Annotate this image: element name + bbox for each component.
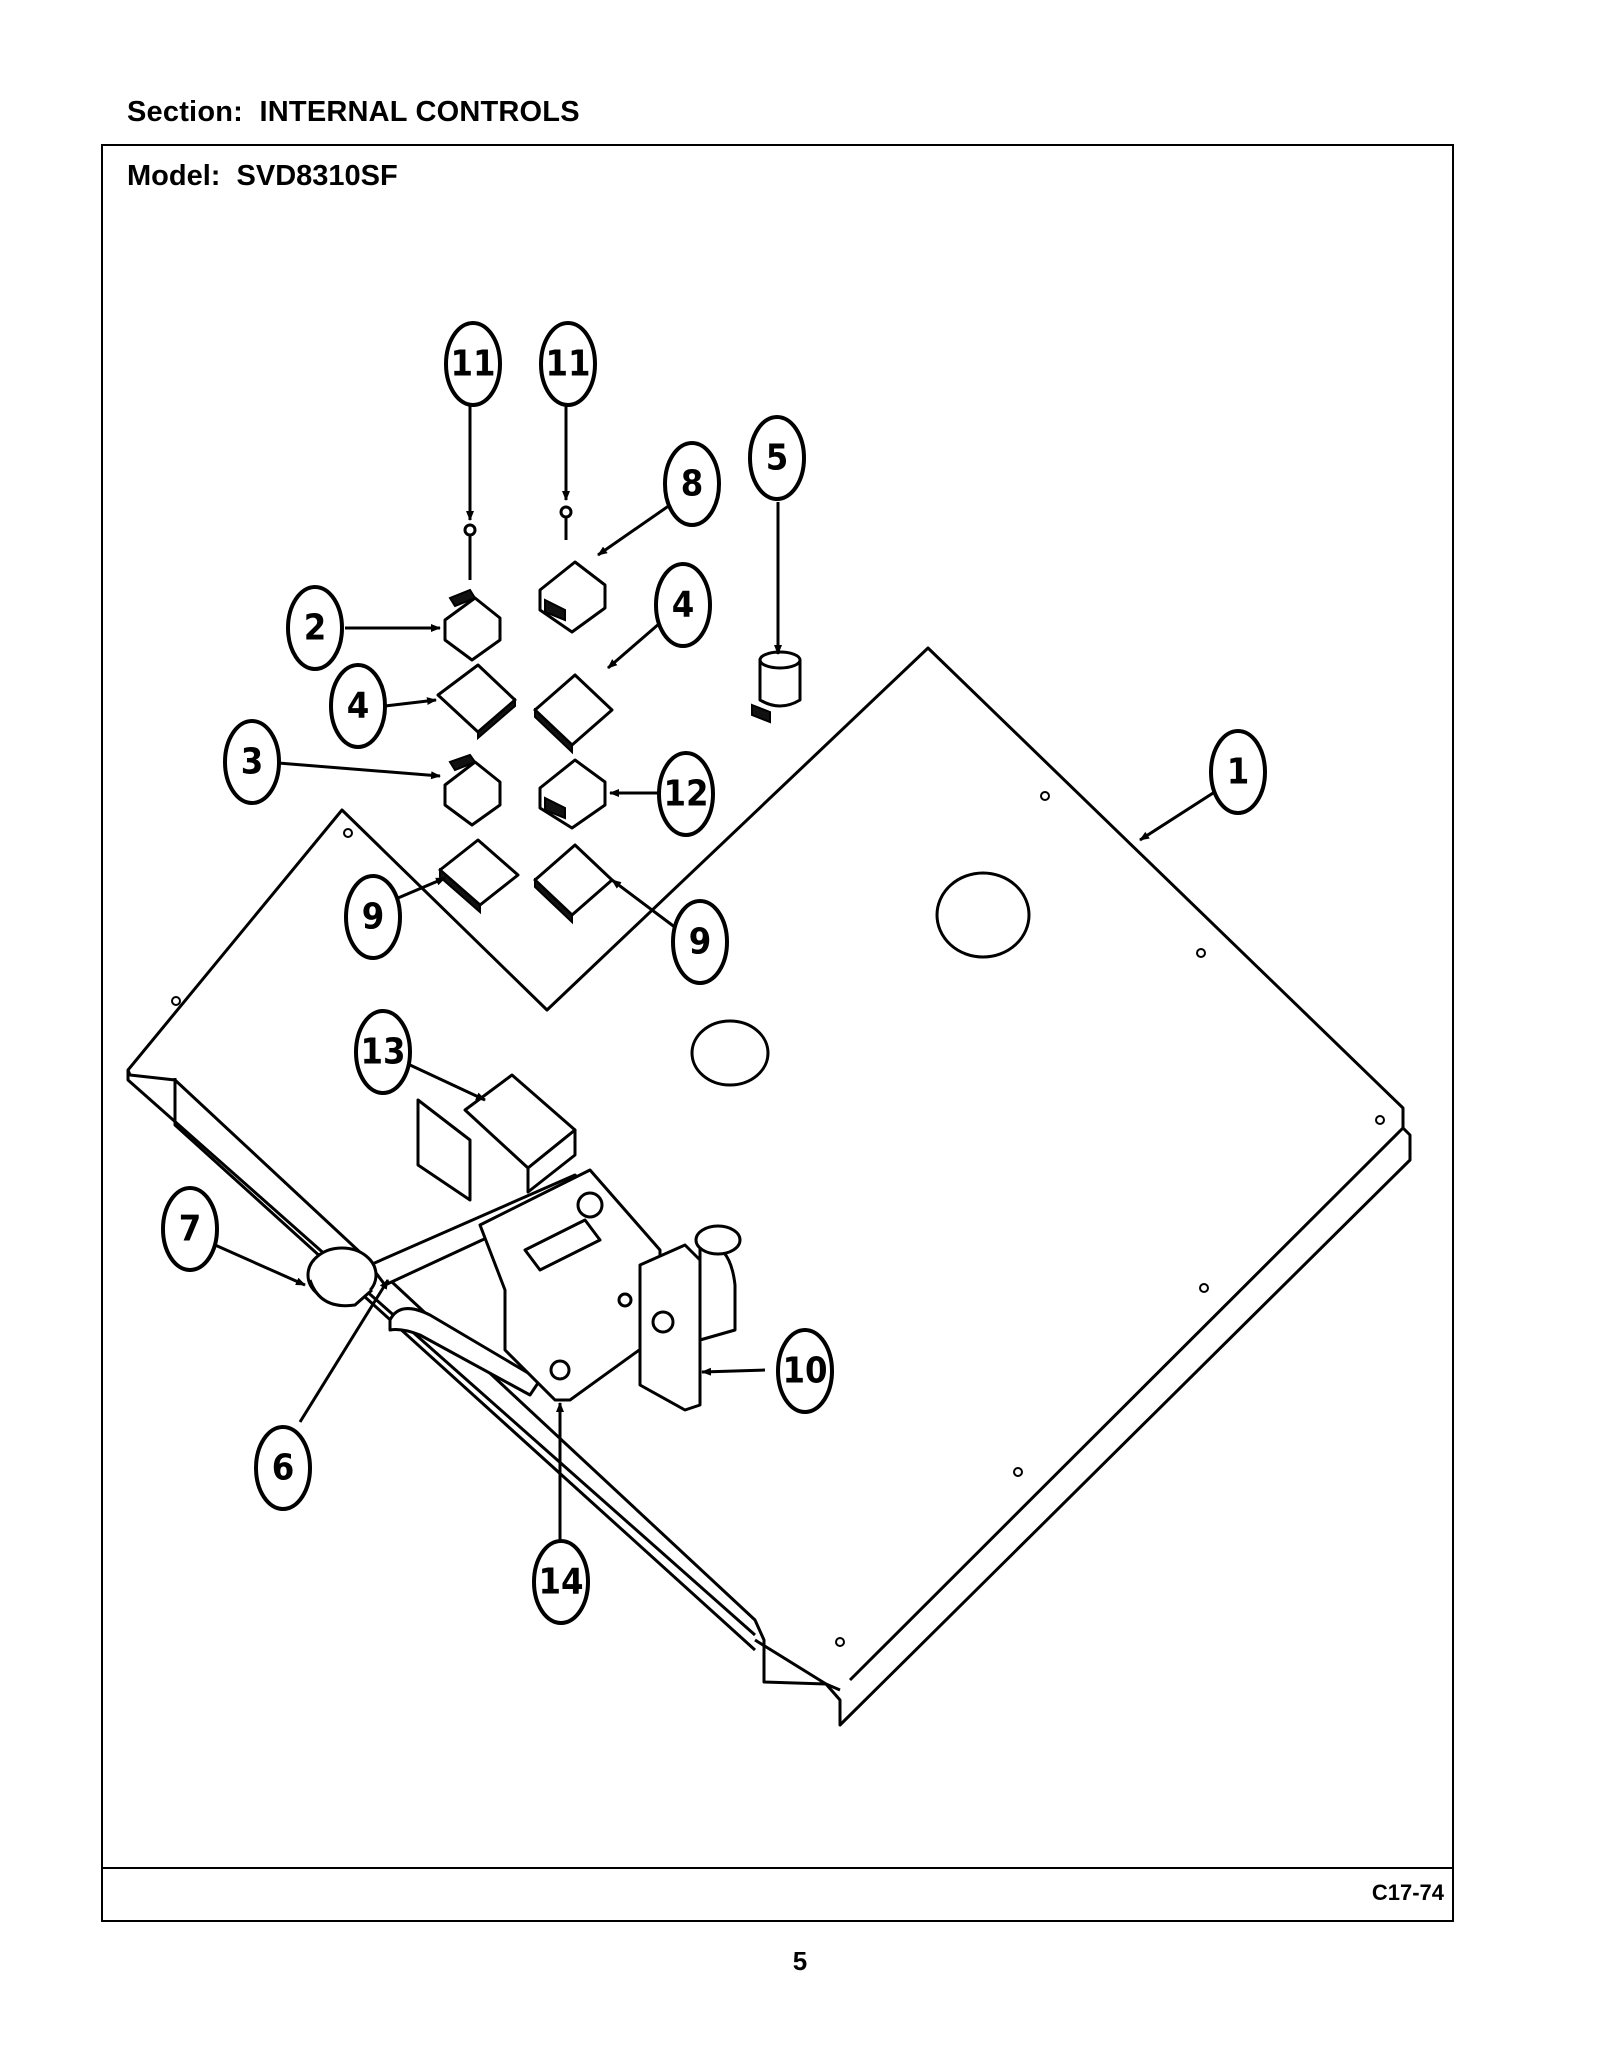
svg-text:1: 1 (1227, 752, 1250, 793)
svg-text:2: 2 (304, 608, 327, 649)
svg-text:6: 6 (272, 1448, 295, 1489)
diagram-code: C17-74 (1371, 1880, 1444, 1905)
svg-text:14: 14 (538, 1562, 583, 1603)
callout-9-left: 9 (344, 874, 402, 960)
callout-14: 14 (532, 1539, 590, 1625)
svg-text:4: 4 (672, 585, 695, 626)
callout-13: 13 (354, 1009, 412, 1095)
svg-text:8: 8 (681, 464, 704, 505)
switch-part-2 (443, 588, 502, 662)
callout-9-right: 9 (671, 899, 729, 985)
svg-text:7: 7 (179, 1209, 202, 1250)
lock-plate-part-14 (478, 1168, 662, 1402)
svg-text:9: 9 (362, 897, 385, 938)
callout-7: 7 (161, 1186, 219, 1272)
switch-part-8 (538, 560, 607, 634)
insulator-part-9-right (533, 843, 614, 925)
svg-text:12: 12 (663, 774, 708, 815)
bracket-part-13 (416, 1073, 577, 1202)
model-title: Model: SVD8310SF (127, 160, 398, 192)
callout-11-right: 11 (539, 321, 597, 407)
switch-part-3 (443, 753, 502, 827)
footer-divider (101, 1867, 1454, 1869)
lock-switch-part-10 (638, 1224, 742, 1412)
callout-12: 12 (657, 751, 715, 837)
svg-text:9: 9 (689, 922, 712, 963)
diagram-frame (101, 144, 1454, 1922)
section-title: Section: INTERNAL CONTROLS (127, 96, 580, 128)
svg-text:11: 11 (450, 344, 495, 385)
svg-text:4: 4 (347, 686, 370, 727)
callout-3: 3 (223, 719, 281, 805)
control-panel-part-1 (126, 646, 1412, 1727)
svg-text:11: 11 (545, 344, 590, 385)
callout-8: 8 (663, 441, 721, 527)
indicator-light-part-5 (751, 650, 802, 724)
insulator-part-4-right (533, 673, 614, 755)
callout-4-right: 4 (654, 562, 712, 648)
screw-part-11-right (559, 505, 573, 540)
callout-4-left: 4 (329, 663, 387, 749)
callout-11-left: 11 (444, 321, 502, 407)
callout-6: 6 (254, 1425, 312, 1511)
svg-text:10: 10 (782, 1351, 827, 1392)
knob-part-7 (306, 1246, 378, 1308)
svg-text:3: 3 (241, 742, 264, 783)
insulator-part-4-left (436, 663, 517, 741)
insulator-part-9-left (438, 838, 520, 915)
leader-lines (214, 405, 1239, 1540)
callout-1: 1 (1209, 729, 1267, 815)
svg-text:13: 13 (360, 1032, 405, 1073)
callout-10: 10 (776, 1328, 834, 1414)
switch-part-12 (538, 758, 607, 830)
svg-text:5: 5 (766, 438, 789, 479)
page-number: 5 (792, 1946, 808, 1976)
screw-part-11-left (463, 523, 477, 580)
callout-5: 5 (748, 415, 806, 501)
callout-2: 2 (286, 585, 344, 671)
